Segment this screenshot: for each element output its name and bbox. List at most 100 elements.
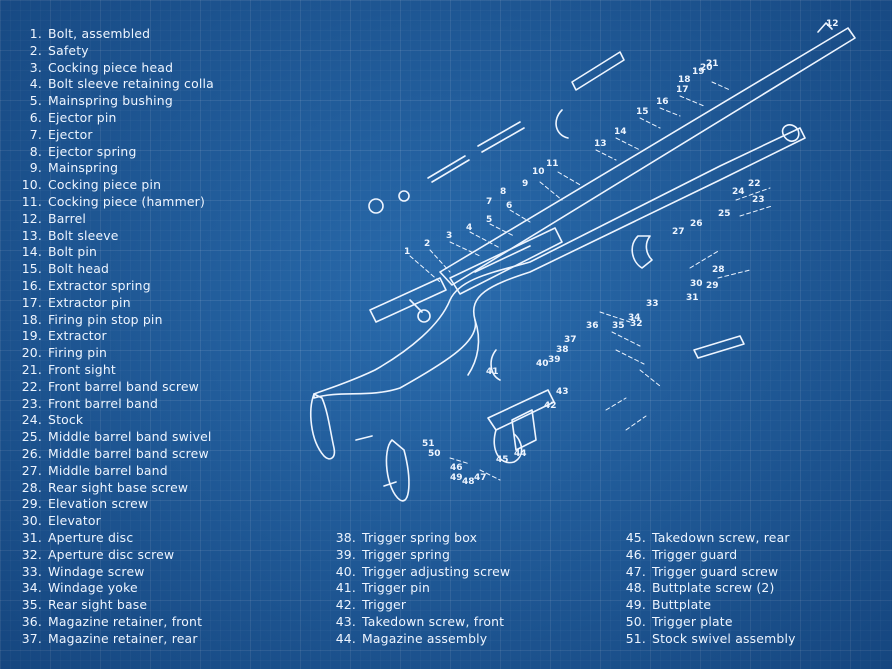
part-name: Extractor spring xyxy=(48,277,151,293)
part-name: Firing pin xyxy=(48,345,108,361)
part-number: 17. xyxy=(21,294,42,310)
part-list-item: 16. Extractor spring xyxy=(20,278,214,295)
callout-number: 41 xyxy=(486,367,499,377)
part-list-item: 32.Aperture disc screw xyxy=(20,547,214,564)
part-name: Barrel xyxy=(48,210,87,226)
callout-number: 10 xyxy=(532,167,545,177)
part-name: Trigger pin xyxy=(362,580,431,596)
callout-number: 28 xyxy=(712,265,725,275)
part-list-item: 45.Takedown screw, rear xyxy=(616,530,796,547)
part-number: 12. xyxy=(21,210,42,226)
receiver-port xyxy=(475,246,530,272)
part-number: 21. xyxy=(21,361,42,377)
callout-number: 43 xyxy=(556,387,569,397)
callout-number: 14 xyxy=(614,127,627,137)
part-name: Extractor xyxy=(48,328,107,344)
part-number: 7. xyxy=(29,126,42,142)
part-name: Bolt sleeve retaining colla xyxy=(48,76,214,92)
callout-number: 22 xyxy=(748,179,761,189)
part-list-item: 25.Middle barrel band swivel xyxy=(20,429,214,446)
callout-number: 42 xyxy=(544,401,557,411)
part-list-item: 34.Windage yoke xyxy=(20,580,214,597)
stock xyxy=(314,128,805,398)
exploded-rifle-drawing: 1234567891011121314151617181920212223242… xyxy=(300,19,880,530)
part-number: 30. xyxy=(21,513,42,529)
callout-number: 51 xyxy=(422,439,435,449)
part-list-item: 17.Extractor pin xyxy=(20,295,214,312)
part-list-item: 28.Rear sight base screw xyxy=(20,480,214,497)
callout-number: 44 xyxy=(514,449,527,459)
part-list-item: 33.Windage screw xyxy=(20,564,214,581)
part-name: Middle barrel band screw xyxy=(48,445,209,461)
part-number: 2. xyxy=(29,42,42,58)
part-number: 38. xyxy=(335,530,356,545)
rear-sight-base xyxy=(694,336,744,358)
callout-number: 32 xyxy=(630,319,643,329)
part-name: Mainspring bushing xyxy=(48,93,173,109)
part-list-item: 43.Takedown screw, front xyxy=(326,614,510,631)
part-name: Rear sight base screw xyxy=(48,479,189,495)
callout-number: 35 xyxy=(612,321,625,331)
bolt-sleeve xyxy=(572,52,624,90)
mainspring xyxy=(428,156,469,182)
part-name: Bolt, assembled xyxy=(48,26,151,41)
part-list-item: 31.Aperture disc xyxy=(20,530,214,547)
part-name: Mainspring xyxy=(48,160,119,176)
part-name: Windage screw xyxy=(48,563,145,579)
part-number: 4. xyxy=(29,76,42,92)
part-number: 29. xyxy=(21,496,42,512)
part-list-item: 36.Magazine retainer, front xyxy=(20,614,214,631)
part-name: Ejector spring xyxy=(48,143,137,159)
callout-number: 49 xyxy=(450,473,463,483)
part-number: 41. xyxy=(335,580,356,596)
part-number: 14. xyxy=(21,244,42,260)
part-list-item: 6.Ejector pin xyxy=(20,110,214,127)
callout-number: 40 xyxy=(536,359,549,369)
part-list-item: 2.Safety xyxy=(20,43,214,60)
callout-number: 12 xyxy=(826,19,839,29)
trigger-plate xyxy=(488,390,554,430)
callout-labels: 1234567891011121314151617181920212223242… xyxy=(404,19,839,487)
front-barrel-band xyxy=(783,125,799,141)
part-number: 42. xyxy=(335,597,356,613)
middle-barrel-band xyxy=(632,236,652,268)
part-name: Aperture disc screw xyxy=(48,546,175,562)
part-name: Aperture disc xyxy=(48,529,134,545)
callout-number: 15 xyxy=(636,107,649,117)
part-list-item: 18.Firing pin stop pin xyxy=(20,312,214,329)
callout-number: 45 xyxy=(496,455,509,465)
callout-number: 38 xyxy=(556,345,569,355)
part-list-item: 26.Middle barrel band screw xyxy=(20,446,214,463)
part-number: 45. xyxy=(625,530,646,545)
callout-number: 6 xyxy=(506,201,512,211)
part-name: Trigger xyxy=(362,597,407,613)
part-list-item: 4. Bolt sleeve retaining colla xyxy=(20,76,214,93)
part-name: Elevator xyxy=(48,513,101,529)
callout-number: 13 xyxy=(594,139,607,149)
part-name: Stock swivel assembly xyxy=(652,630,796,646)
part-number: 49. xyxy=(625,597,646,613)
part-number: 18. xyxy=(21,311,42,327)
part-list-item: 21.Front sight xyxy=(20,362,214,379)
part-number: 48. xyxy=(625,580,646,596)
part-list-item: 15.Bolt head xyxy=(20,261,214,278)
part-number: 44. xyxy=(335,630,356,646)
callout-number: 26 xyxy=(690,219,703,229)
part-name: Magazine assembly xyxy=(362,630,488,646)
part-number: 25. xyxy=(21,429,42,445)
part-number: 24. xyxy=(21,412,42,428)
part-number: 15. xyxy=(21,261,42,277)
part-number: 19. xyxy=(21,328,42,344)
part-list-item: 30. Elevator xyxy=(20,513,214,530)
safety xyxy=(556,110,568,138)
part-number: 37. xyxy=(21,630,42,646)
callout-number: 33 xyxy=(646,299,659,309)
part-name: Cocking piece (hammer) xyxy=(48,193,205,209)
part-list-item: 46.Trigger guard xyxy=(616,547,796,564)
part-list-item: 42. Trigger xyxy=(326,597,510,614)
part-name: Trigger spring box xyxy=(362,530,478,545)
part-number: 16. xyxy=(21,277,42,293)
part-list-item: 51.Stock swivel assembly xyxy=(616,631,796,648)
